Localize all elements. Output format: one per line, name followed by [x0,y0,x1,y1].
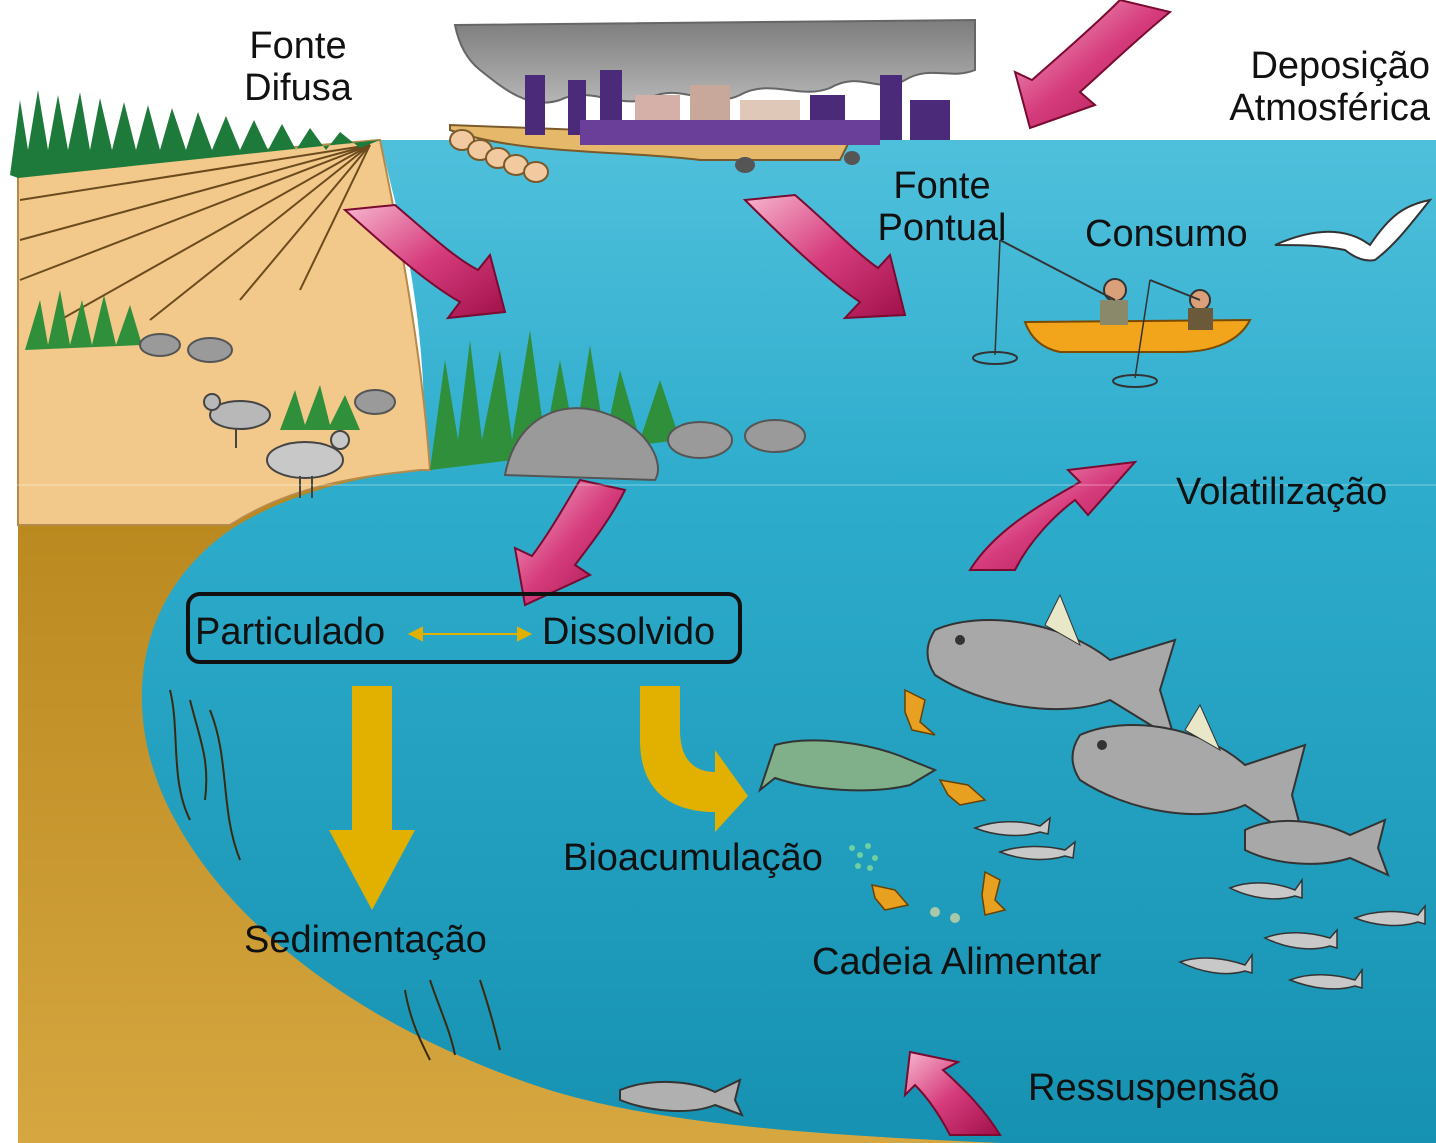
label-deposicao-line1: Deposição [1190,46,1430,88]
label-fonte-difusa: Fonte Difusa [238,26,358,110]
label-ressuspensao: Ressuspensão [1028,1068,1279,1110]
label-volatilizacao: Volatilização [1176,472,1387,514]
label-fonte-pontual-line1: Fonte [862,166,1022,208]
label-dissolvido: Dissolvido [542,612,715,654]
label-fonte-difusa-line1: Fonte [238,26,358,68]
label-particulado: Particulado [195,612,385,654]
label-sedimentacao: Sedimentação [244,920,487,962]
label-consumo: Consumo [1085,214,1248,256]
label-deposicao-line2: Atmosférica [1190,88,1430,130]
label-fonte-pontual: Fonte Pontual [862,166,1022,250]
label-fonte-difusa-line2: Difusa [238,68,358,110]
label-bioacumulacao: Bioacumulação [563,838,823,880]
label-fonte-pontual-line2: Pontual [862,208,1022,250]
label-cadeia-alimentar: Cadeia Alimentar [812,942,1101,984]
label-deposicao-atmosferica: Deposição Atmosférica [1190,46,1430,130]
